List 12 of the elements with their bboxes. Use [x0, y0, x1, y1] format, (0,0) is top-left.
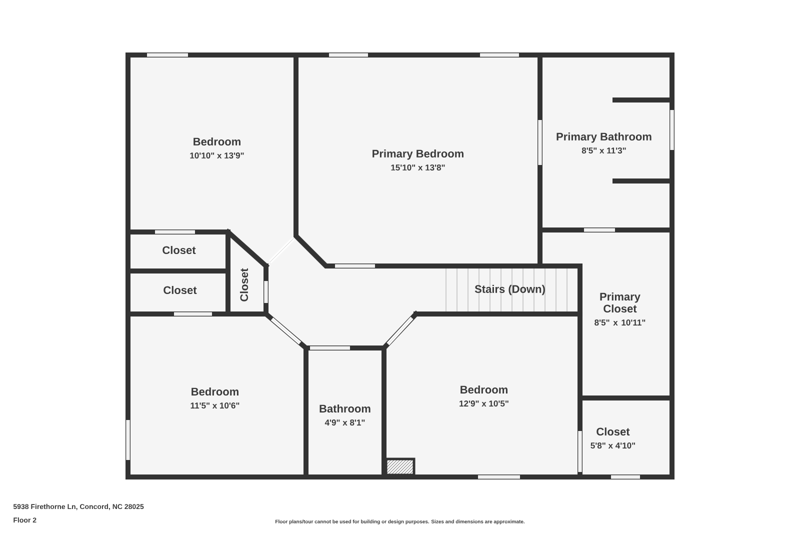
room-label: Stairs (Down): [474, 284, 545, 296]
room-label: Closet 5'8" x 4'10": [590, 427, 636, 449]
room-label: Bedroom 11'5" x 10'6": [190, 387, 240, 409]
room-label: Primary Bathroom 8'5" x 11'3": [556, 132, 652, 154]
room-label: Bedroom 10'10" x 13'9": [190, 137, 244, 159]
room-label: Closet: [240, 268, 248, 302]
room-label: Closet: [162, 246, 196, 254]
room-label: Primary Bedroom 15'10" x 13'8": [372, 149, 464, 171]
room-label: Bathroom 4'9" x 8'1": [320, 404, 370, 426]
room-label: Closet: [164, 286, 197, 294]
room-label: Bedroom 12'9" x 10'5": [460, 385, 508, 407]
room-label: Primary Closet 8'5" x 10'11": [594, 292, 646, 326]
